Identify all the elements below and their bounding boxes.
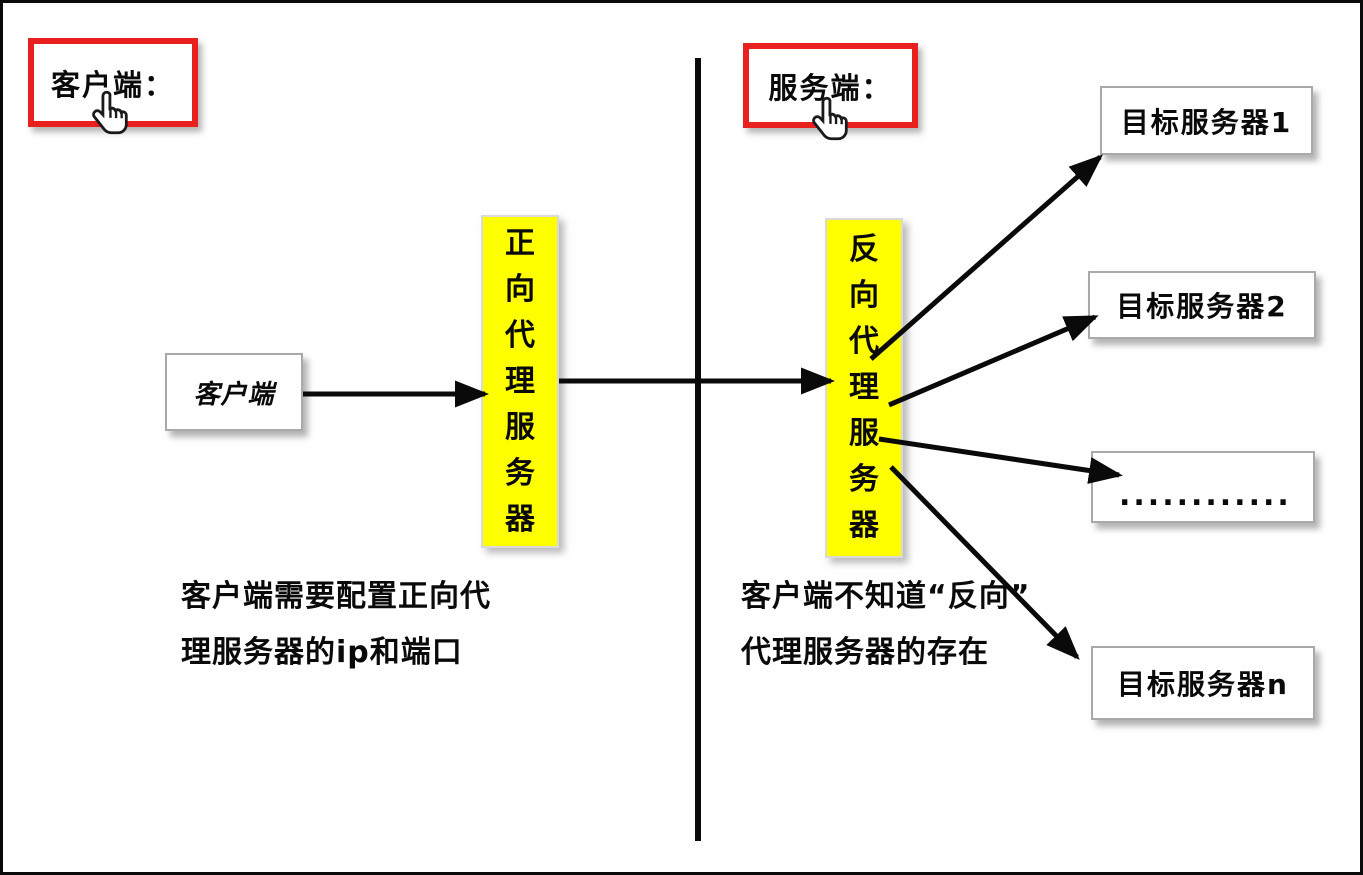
arrow-reverse-proxy-to-target-1 (869, 154, 1103, 361)
hand-cursor-icon (812, 96, 848, 141)
target-server-ellipsis-label: ............ (1119, 478, 1292, 513)
arrow-reverse-proxy-to-target-ellipsis (878, 436, 1123, 484)
target-server-ellipsis-node: ............ (1091, 451, 1315, 523)
target-server-1-node: 目标服务器1 (1100, 86, 1313, 155)
reverse-proxy-label: 反向代理服务器 (849, 232, 879, 543)
client-node: 客户端 (165, 353, 303, 431)
client-node-label: 客户端 (193, 379, 275, 410)
target-server-n-label: 目标服务器n (1117, 668, 1289, 701)
forward-proxy-node: 正向代理服务器 (481, 215, 559, 548)
reverse-proxy-node: 反向代理服务器 (825, 218, 903, 558)
reverse-proxy-caption: 客户端不知道“反向” 代理服务器的存在 (741, 579, 1031, 670)
target-server-1-label: 目标服务器1 (1120, 105, 1293, 139)
target-server-2-node: 目标服务器2 (1088, 271, 1316, 339)
target-server-2-label: 目标服务器2 (1116, 290, 1288, 323)
target-server-n-node: 目标服务器n (1091, 646, 1315, 720)
forward-proxy-caption: 客户端需要配置正向代 理服务器的ip和端口 (181, 579, 491, 670)
client-section-title: 客户端： (50, 67, 175, 102)
forward-proxy-label: 正向代理服务器 (505, 225, 535, 537)
arrow-reverse-proxy-to-target-2 (888, 314, 1099, 408)
hand-cursor-icon (92, 90, 128, 135)
